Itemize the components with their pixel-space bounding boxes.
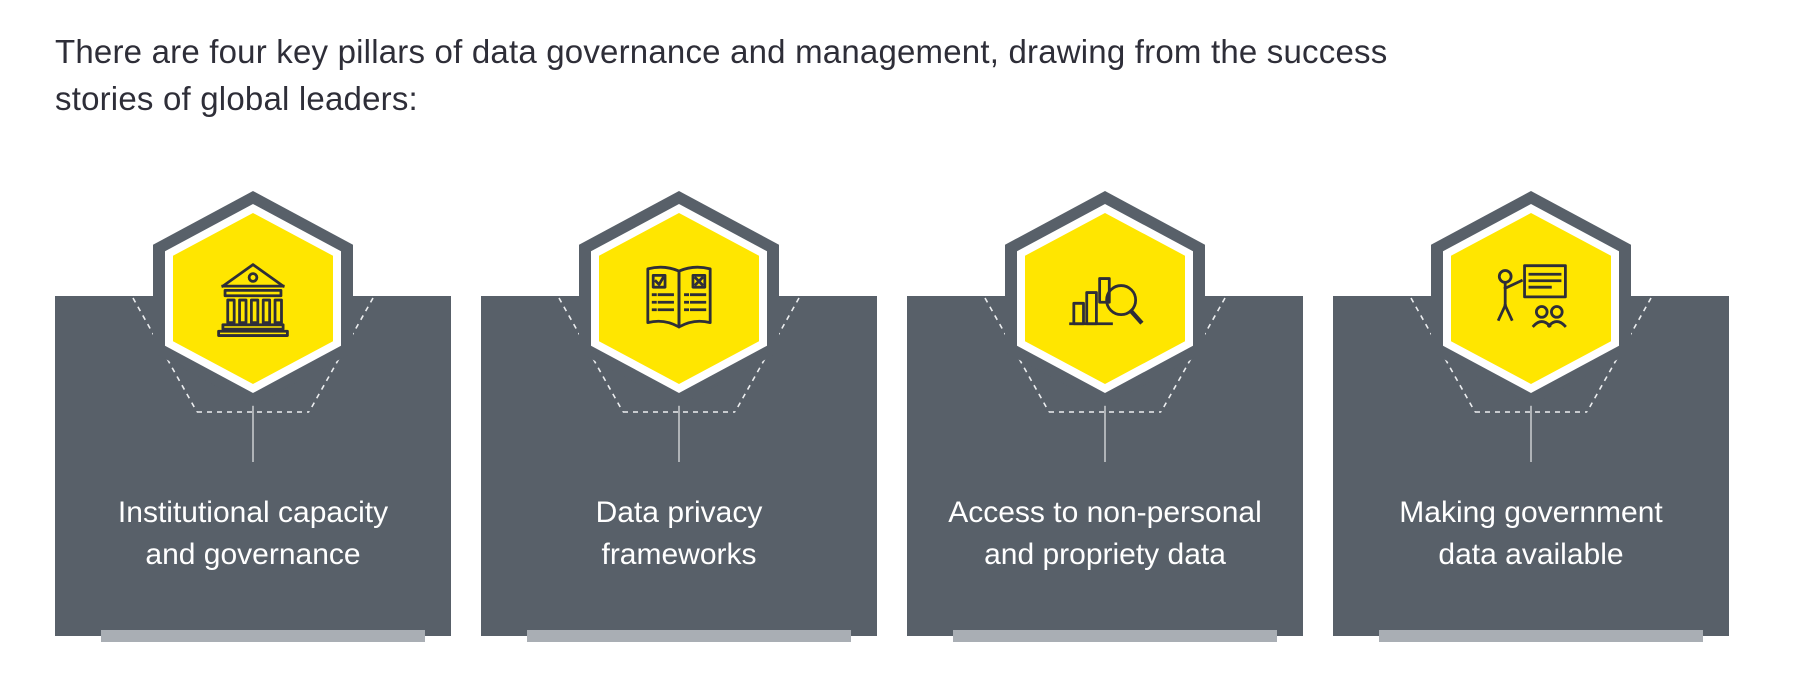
hexagon-badge bbox=[599, 213, 759, 384]
card-label-line2: data available bbox=[1438, 538, 1624, 571]
card-label: Making government data available bbox=[1343, 492, 1719, 576]
card-label: Access to non-personal and propriety dat… bbox=[917, 492, 1293, 576]
card-label-line1: Access to non-personal bbox=[948, 496, 1262, 529]
card-base-bar bbox=[1379, 630, 1703, 642]
hexagon-frame bbox=[1005, 191, 1205, 406]
card-base-bar bbox=[953, 630, 1277, 642]
card-base-bar bbox=[527, 630, 851, 642]
page-title: There are four key pillars of data gover… bbox=[55, 28, 1387, 122]
bar-chart-magnifier-icon bbox=[1069, 276, 1144, 325]
bank-building-icon bbox=[217, 262, 289, 337]
card-label-line1: Making government bbox=[1399, 496, 1663, 529]
pillar-card-institutional-capacity: Institutional capacity and governance bbox=[55, 191, 451, 642]
pillar-card-data-access: Access to non-personal and propriety dat… bbox=[907, 191, 1303, 642]
open-book-checklist-icon bbox=[646, 265, 712, 328]
pillar-card-government-data: Making government data available bbox=[1333, 191, 1729, 642]
hexagon-frame bbox=[1431, 191, 1631, 406]
card-label-line2: frameworks bbox=[601, 538, 757, 571]
card-base-bar bbox=[101, 630, 425, 642]
hexagon-frame bbox=[153, 191, 353, 406]
card-label: Data privacy frameworks bbox=[491, 492, 867, 576]
card-label-line1: Data privacy bbox=[595, 496, 763, 529]
card-label: Institutional capacity and governance bbox=[65, 492, 441, 576]
page-title-line1: There are four key pillars of data gover… bbox=[55, 33, 1388, 70]
page-title-line2: stories of global leaders: bbox=[55, 80, 418, 117]
pillar-cards-row: Institutional capacity and governance bbox=[55, 191, 1729, 642]
card-label-line2: and propriety data bbox=[984, 538, 1226, 571]
hexagon-frame bbox=[579, 191, 779, 406]
presenter-training-icon bbox=[1496, 263, 1567, 328]
pillar-card-data-privacy: Data privacy frameworks bbox=[481, 191, 877, 642]
card-label-line2: and governance bbox=[145, 538, 361, 571]
card-label-line1: Institutional capacity bbox=[117, 496, 389, 529]
